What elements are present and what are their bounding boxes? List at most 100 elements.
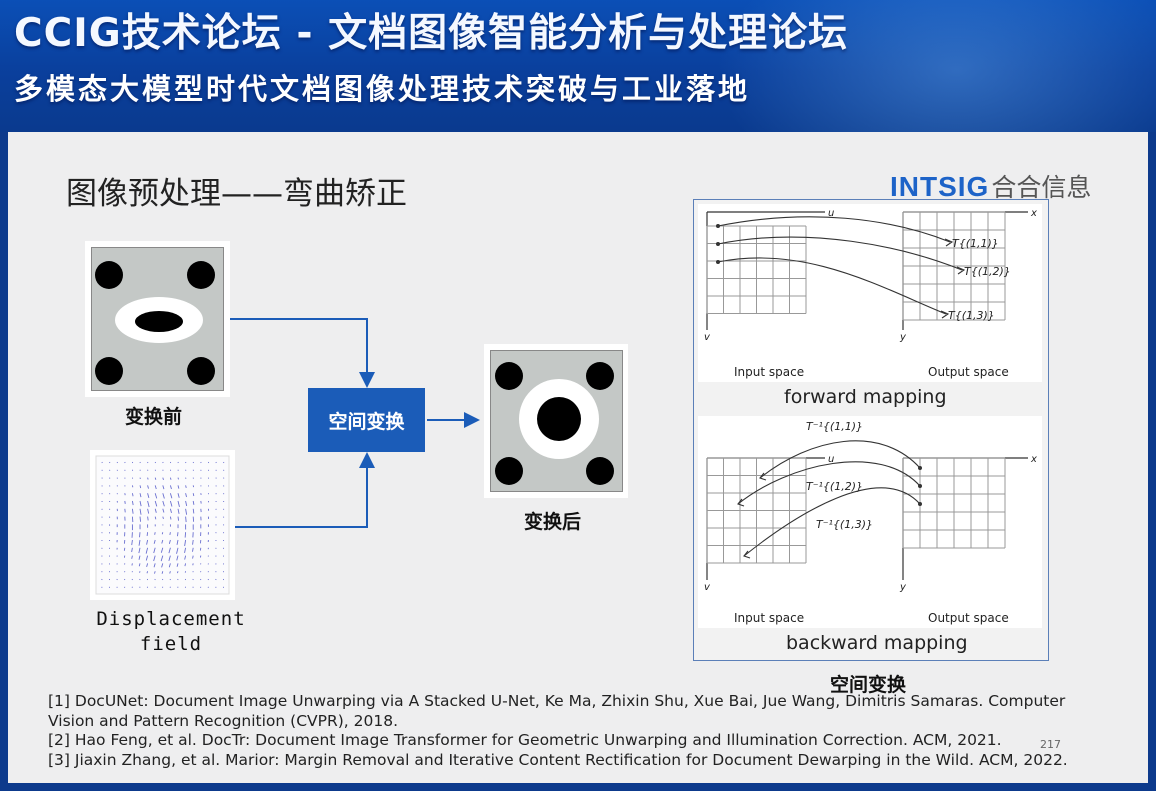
fwd-output-x-label: x: [1030, 208, 1037, 219]
field-vector: [161, 563, 164, 568]
field-vector: [147, 493, 150, 498]
forum-subtitle: 多模态大模型时代文档图像处理技术突破与工业落地: [14, 72, 751, 106]
field-vector: [131, 493, 134, 497]
after-label: 变换后: [524, 511, 582, 533]
field-vector: [168, 539, 171, 545]
displacement-label: Displacement field: [96, 607, 246, 657]
displacement-label-line1: Displacement: [96, 608, 246, 630]
black-ellipse: [135, 311, 183, 332]
connector-before: [230, 318, 375, 388]
corner-dot: [187, 261, 215, 289]
field-vector: [138, 555, 141, 560]
before-image-panel: [85, 241, 230, 397]
forward-start-dot: [716, 242, 720, 246]
black-circle: [537, 397, 581, 441]
field-vector: [146, 563, 149, 568]
field-vector: [139, 500, 142, 507]
backward-start-dot: [918, 502, 922, 506]
field-vector: [177, 508, 180, 514]
field-vector: [162, 500, 165, 507]
forward-curve: [717, 216, 951, 243]
displacement-field-image: [95, 455, 230, 595]
logo-brand: INTSIG: [890, 171, 990, 202]
slide-canvas: 图像预处理——弯曲矫正 INTSIG合合信息 变换前 Displacement …: [8, 132, 1148, 783]
connector-field: [230, 452, 375, 528]
forward-arrowhead: [940, 310, 950, 319]
field-vector: [176, 539, 179, 545]
bwd-output-x-label: x: [1030, 454, 1037, 465]
field-vector: [131, 555, 133, 559]
field-vector: [185, 493, 187, 498]
field-vector: [154, 508, 157, 513]
bwd-output-y-label: y: [899, 582, 907, 593]
field-vector: [139, 493, 142, 498]
references: [1] DocUNet: Document Image Unwarping vi…: [48, 692, 1128, 770]
spatial-transform-box: 空间变换: [308, 388, 425, 452]
corner-dot: [586, 362, 614, 390]
field-vector: [147, 477, 149, 480]
bwd-input-y-label: v: [704, 582, 711, 593]
field-vector: [184, 539, 187, 547]
slide-title: 图像预处理——弯曲矫正: [66, 176, 407, 212]
field-vector: [161, 539, 164, 544]
field-vector: [139, 516, 141, 522]
banner-glow: [696, 0, 1156, 132]
backward-mapping-diagram: uvxyT⁻¹{(1,1)}T⁻¹{(1,2)}T⁻¹{(1,3)}Input …: [698, 416, 1042, 628]
field-vector: [184, 563, 187, 567]
field-vector: [176, 547, 179, 554]
field-vector: [169, 493, 173, 499]
field-vector: [138, 547, 141, 554]
field-vector: [162, 493, 165, 499]
before-label: 变换前: [125, 406, 183, 428]
field-vector: [185, 508, 188, 515]
forward-caption: forward mapping: [784, 386, 947, 408]
reference-line: [3] Jiaxin Zhang, et al. Marior: Margin …: [48, 750, 1068, 769]
field-vector: [168, 547, 171, 554]
corner-dot: [495, 457, 523, 485]
backward-caption: backward mapping: [786, 632, 968, 654]
forward-label: T{(1,2)}: [964, 265, 1011, 278]
field-vector: [185, 485, 187, 489]
field-vector: [169, 485, 172, 490]
field-vector: [161, 532, 164, 535]
forward-label: T{(1,3)}: [948, 309, 995, 322]
field-vector: [177, 485, 180, 489]
forward-arrowhead: [956, 266, 966, 275]
field-vector: [153, 563, 156, 568]
fwd-output-y-label: y: [899, 332, 907, 343]
corner-dot: [95, 357, 123, 385]
after-image-panel: [484, 344, 628, 498]
corner-dot: [495, 362, 523, 390]
backward-label: T⁻¹{(1,2)}: [806, 480, 863, 493]
field-vector: [168, 563, 171, 568]
field-vector: [176, 555, 179, 561]
field-vector: [154, 477, 157, 480]
backward-arrowhead: [743, 550, 751, 559]
after-image: [490, 350, 623, 492]
page-number: 217: [1040, 738, 1061, 751]
field-vector: [177, 493, 180, 498]
field-vector: [162, 516, 164, 519]
field-vector: [192, 539, 194, 545]
forward-curve: [717, 257, 947, 315]
field-vector: [154, 493, 158, 499]
field-vector: [131, 508, 134, 514]
field-vector: [169, 532, 171, 536]
bwd-input-space-label: Input space: [734, 611, 804, 625]
field-vector: [146, 539, 149, 545]
reference-line: [1] DocUNet: Document Image Unwarping vi…: [48, 692, 1066, 710]
forward-start-dot: [716, 224, 720, 228]
flow-connectors: [230, 318, 480, 528]
fwd-input-space-label: Input space: [734, 365, 804, 379]
corner-dot: [586, 457, 614, 485]
logo-cn: 合合信息: [991, 173, 1092, 202]
field-vector: [192, 508, 195, 514]
field-vector: [145, 555, 149, 561]
field-vector: [138, 539, 141, 546]
fwd-input-y-label: v: [704, 332, 711, 343]
displacement-field-panel: [90, 450, 235, 600]
field-vector: [153, 539, 156, 544]
field-vector: [177, 500, 180, 507]
forward-arrowhead: [944, 238, 954, 247]
